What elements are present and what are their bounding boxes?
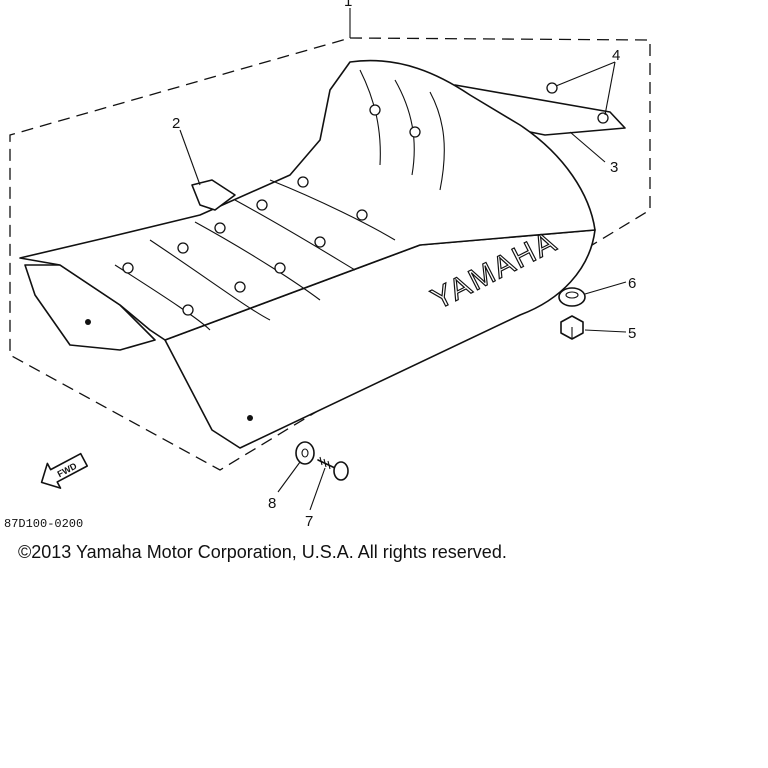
callout-8: 8	[268, 495, 276, 512]
tuft-button	[314, 236, 326, 248]
seat-pleat-4	[234, 199, 356, 271]
leader-6	[584, 281, 627, 295]
seat-strap	[191, 179, 236, 211]
callout-3: 3	[610, 159, 618, 176]
screw-thread	[319, 456, 331, 470]
copyright-notice: ©2013 Yamaha Motor Corporation, U.S.A. A…	[18, 542, 507, 562]
washer-hole	[301, 448, 309, 458]
tuft-button	[356, 209, 368, 221]
fwd-arrow-icon: FWD	[40, 452, 89, 489]
leader-2	[179, 129, 201, 186]
leader-8	[277, 461, 301, 493]
callout-4: 4	[612, 47, 620, 64]
tufting-buttons	[122, 104, 421, 316]
grommet	[558, 287, 586, 307]
grommet-hole	[565, 291, 579, 299]
leader-4a	[555, 61, 616, 87]
seat-pleat-5	[269, 179, 396, 241]
part-code: 87D100-0200	[4, 517, 83, 531]
seat-side-skirt	[164, 229, 596, 449]
tuft-button	[182, 304, 194, 316]
callout-7: 7	[305, 513, 313, 530]
bracket-bolt-b	[597, 112, 609, 124]
seat-pleat-3	[194, 221, 321, 301]
tuft-button	[234, 281, 246, 293]
leader-3	[569, 131, 606, 163]
tuft-button	[214, 222, 226, 234]
washer	[295, 441, 315, 465]
tuft-button	[122, 262, 134, 274]
mount-hole	[247, 415, 253, 421]
seat-pleat-1	[114, 264, 211, 331]
tuft-button	[297, 176, 309, 188]
callout-6: 6	[628, 275, 636, 292]
tuft-button	[369, 104, 381, 116]
tuft-button	[177, 242, 189, 254]
bracket-bolt-a	[546, 82, 558, 94]
callout-2: 2	[172, 115, 180, 132]
backrest-pleat-2	[394, 79, 415, 176]
mount-hole	[85, 319, 91, 325]
callout-1: 1	[344, 0, 352, 10]
tuft-button	[409, 126, 421, 138]
screw-head	[333, 461, 349, 481]
seat-pleat-2	[149, 239, 271, 321]
leader-5	[584, 329, 627, 333]
tuft-button	[274, 262, 286, 274]
assembly-boundary	[9, 37, 651, 471]
backrest-pleat-3	[429, 91, 445, 191]
leader-7	[309, 467, 326, 511]
callout-5: 5	[628, 325, 636, 342]
tuft-button	[256, 199, 268, 211]
seat-top-cushion	[19, 59, 596, 341]
backrest-pleat-1	[359, 69, 381, 166]
leader-4b	[604, 61, 616, 116]
